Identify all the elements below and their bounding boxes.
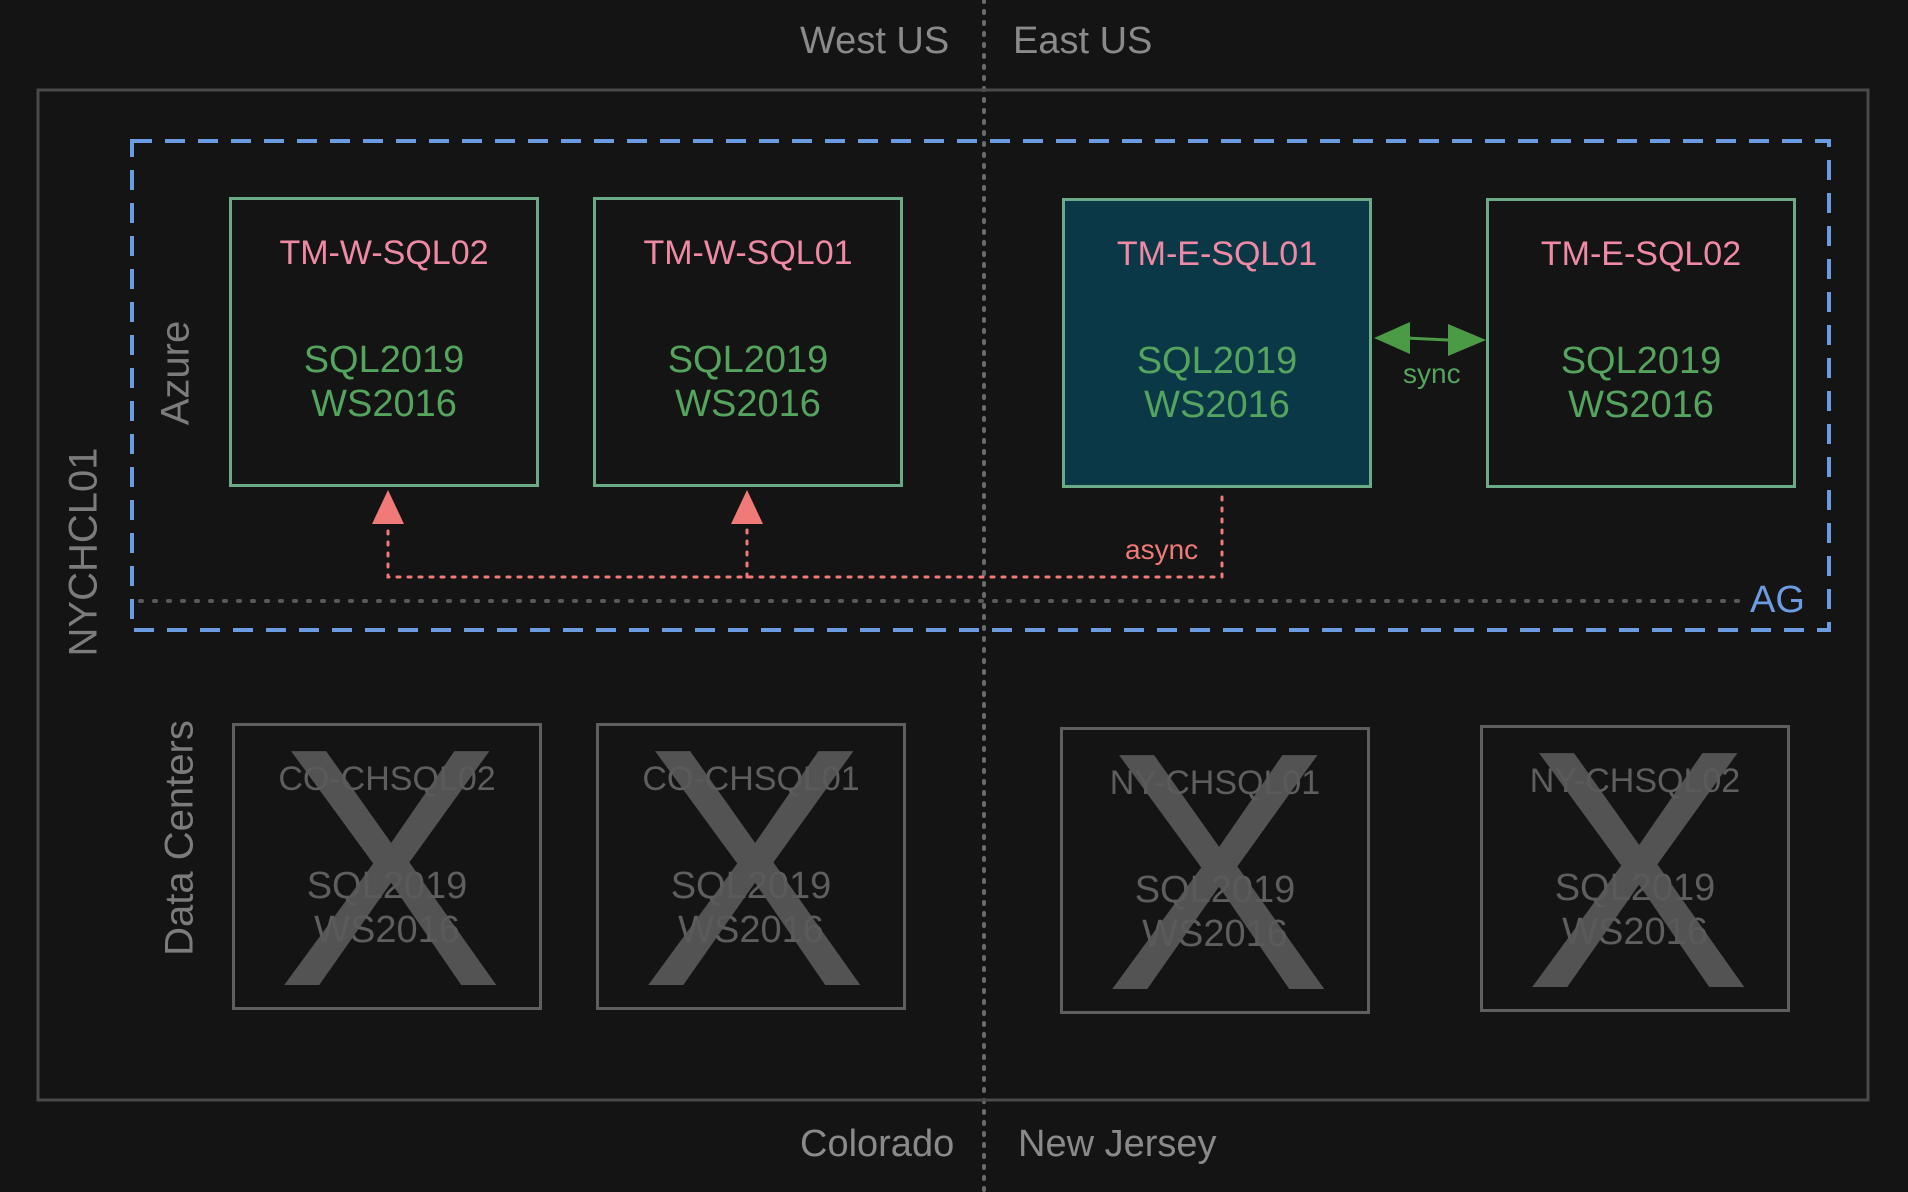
- cluster-label: NYCHCL01: [61, 447, 106, 657]
- node-sql-version: SQL2019: [306, 865, 468, 907]
- async-label: async: [1125, 534, 1199, 565]
- node-version: SQL2019 WS2016: [1489, 339, 1793, 427]
- node-version: SQL2019 WS2016: [599, 864, 903, 952]
- decommissioned-x-mark: X: [640, 723, 868, 1010]
- node-os-version: WS2016: [675, 383, 821, 425]
- dc-node-ny-chsql02: NY-CHSQL02 SQL2019 WS2016 X: [1480, 725, 1790, 1012]
- node-os-version: WS2016: [1144, 384, 1290, 426]
- node-os-version: WS2016: [314, 909, 460, 951]
- sync-line: [1405, 336, 1449, 342]
- node-sql-version: SQL2019: [1136, 340, 1298, 382]
- sync-arrowhead-left: [1374, 322, 1410, 354]
- node-version: SQL2019 WS2016: [235, 864, 539, 952]
- node-os-version: WS2016: [1562, 911, 1708, 953]
- dc-node-co-chsql02: CO-CHSQL02 SQL2019 WS2016 X: [232, 723, 542, 1010]
- azure-label: Azure: [153, 320, 198, 426]
- decommissioned-x-mark: X: [276, 723, 504, 1010]
- node-name: TM-W-SQL02: [279, 234, 489, 272]
- node-tm-e-sql02: TM-E-SQL02 SQL2019 WS2016: [1486, 198, 1796, 488]
- node-version: SQL2019 WS2016: [596, 338, 900, 426]
- node-sql-version: SQL2019: [667, 339, 829, 381]
- node-sql-version: SQL2019: [1560, 340, 1722, 382]
- node-tm-w-sql02: TM-W-SQL02 SQL2019 WS2016: [229, 197, 539, 487]
- dc-node-ny-chsql01: NY-CHSQL01 SQL2019 WS2016 X: [1060, 727, 1370, 1014]
- decommissioned-x-mark: X: [1104, 727, 1332, 1014]
- node-sql-version: SQL2019: [303, 339, 465, 381]
- async-line: [386, 495, 1224, 579]
- region-west-us: West US: [800, 20, 950, 62]
- node-sql-version: SQL2019: [1134, 869, 1296, 911]
- datacenters-label: Data Centers: [157, 720, 202, 956]
- ag-label: AG: [1750, 579, 1805, 621]
- node-name: TM-E-SQL01: [1116, 235, 1318, 273]
- node-version: SQL2019 WS2016: [232, 338, 536, 426]
- node-name: NY-CHSQL01: [1109, 764, 1321, 802]
- region-east-us: East US: [1013, 20, 1153, 62]
- node-name: CO-CHSQL02: [278, 760, 496, 798]
- node-name: NY-CHSQL02: [1529, 762, 1741, 800]
- cluster-boundary: [36, 88, 1870, 1102]
- async-arrowhead-2: [731, 490, 763, 524]
- region-new-jersey: New Jersey: [1018, 1123, 1217, 1165]
- node-os-version: WS2016: [678, 909, 824, 951]
- node-name: TM-W-SQL01: [643, 234, 853, 272]
- node-os-version: WS2016: [1568, 384, 1714, 426]
- dc-node-co-chsql01: CO-CHSQL01 SQL2019 WS2016 X: [596, 723, 906, 1010]
- node-name: CO-CHSQL01: [642, 760, 860, 798]
- node-version: SQL2019 WS2016: [1483, 866, 1787, 954]
- node-version: SQL2019 WS2016: [1065, 339, 1369, 427]
- node-tm-e-sql01-primary: TM-E-SQL01 SQL2019 WS2016: [1062, 198, 1372, 488]
- ag-boundary: [130, 139, 1831, 632]
- node-os-version: WS2016: [311, 383, 457, 425]
- node-sql-version: SQL2019: [670, 865, 832, 907]
- node-version: SQL2019 WS2016: [1063, 868, 1367, 956]
- sync-arrowhead-right: [1448, 324, 1486, 356]
- decommissioned-x-mark: X: [1524, 725, 1752, 1012]
- async-arrowhead-1: [372, 490, 404, 524]
- node-tm-w-sql01: TM-W-SQL01 SQL2019 WS2016: [593, 197, 903, 487]
- region-colorado: Colorado: [800, 1123, 955, 1165]
- node-os-version: WS2016: [1142, 913, 1288, 955]
- sync-label: sync: [1403, 358, 1461, 389]
- node-sql-version: SQL2019: [1554, 867, 1716, 909]
- node-name: TM-E-SQL02: [1540, 235, 1742, 273]
